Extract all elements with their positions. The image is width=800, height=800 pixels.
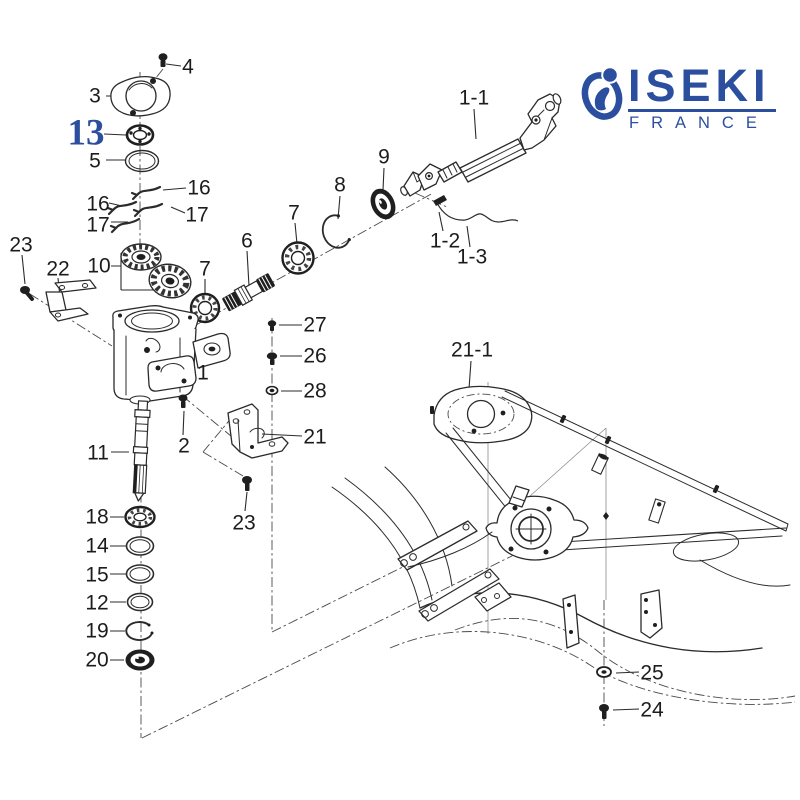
part-label-22: 22 (46, 257, 70, 281)
part-label-16-left: 16 (86, 192, 110, 216)
input-shaft-6 (222, 273, 275, 312)
snap-ring-19 (125, 621, 154, 641)
iseki-france-logo: ISEKI FRANCE (578, 62, 788, 140)
bolt-26 (266, 352, 278, 365)
part-label-25: 25 (640, 661, 664, 685)
bearing-18 (124, 505, 156, 529)
part-label-28: 28 (303, 379, 327, 403)
part-label-26: 26 (303, 344, 327, 368)
part-label-1-2: 1-2 (429, 229, 461, 253)
bolt-23-lower (242, 476, 252, 491)
bracket-21 (227, 403, 289, 459)
part-label-17-left: 17 (86, 213, 110, 237)
part-label-12: 12 (85, 591, 109, 615)
seal-20 (125, 649, 155, 671)
brand-divider (628, 109, 776, 112)
iseki-emblem-icon (581, 66, 623, 120)
bearing-7-lower (189, 292, 221, 324)
bearing-13 (125, 124, 155, 146)
output-shaft-11 (132, 400, 151, 502)
part-label-27: 27 (303, 313, 327, 337)
part-label-16-right: 16 (187, 176, 211, 200)
cover-3 (110, 75, 171, 117)
brand-name: ISEKI (628, 60, 771, 111)
brand-subtitle: FRANCE (629, 114, 769, 132)
part-label-23-lower: 23 (232, 511, 256, 535)
part-label-13-highlight: 13 (67, 112, 105, 154)
gearbox-housing-1 (112, 305, 231, 405)
shift-clips-16-17 (106, 185, 164, 234)
part-label-7-lower: 7 (199, 257, 211, 281)
part-label-14: 14 (85, 534, 109, 558)
pin-1-2 (433, 195, 447, 206)
washer-25 (596, 666, 612, 678)
bolt-2 (178, 394, 188, 408)
part-label-15: 15 (85, 563, 109, 587)
snap-ring-8 (321, 214, 351, 249)
ring-14 (125, 536, 155, 556)
ring-15 (125, 564, 155, 584)
leader-lines (21, 63, 640, 711)
part-label-3: 3 (89, 84, 101, 108)
bolt-24 (599, 704, 609, 719)
bolt-27 (267, 320, 277, 331)
part-label-7-upper: 7 (288, 201, 300, 225)
pto-shaft-1-1 (400, 93, 562, 197)
bolt-4 (158, 53, 168, 67)
part-label-9: 9 (378, 145, 390, 169)
bracket-22 (45, 279, 97, 322)
part-label-1-1: 1-1 (458, 86, 490, 110)
part-label-24: 24 (640, 698, 664, 722)
part-label-20: 20 (85, 648, 109, 672)
part-label-18: 18 (85, 505, 109, 529)
part-label-17-right: 17 (185, 203, 209, 227)
part-label-21: 21 (303, 425, 327, 449)
part-label-2: 2 (178, 434, 190, 458)
part-label-19: 19 (85, 619, 109, 643)
part-label-11: 11 (87, 441, 109, 465)
o-ring-5 (124, 149, 160, 173)
part-label-5: 5 (89, 149, 101, 173)
part-label-4: 4 (182, 55, 194, 79)
clip-wire-1-3 (436, 202, 519, 223)
part-label-8: 8 (334, 173, 346, 197)
part-label-1: 1 (197, 361, 209, 385)
part-label-23-upper-left: 23 (9, 233, 33, 257)
bolt-23-upper-left (20, 286, 34, 301)
bearing-7-upper (281, 241, 315, 275)
part-label-6: 6 (241, 229, 253, 253)
nut-28 (265, 385, 279, 396)
part-label-21-1: 21-1 (450, 338, 494, 362)
bevel-gears-10 (120, 243, 192, 299)
ring-12 (126, 592, 154, 612)
mower-deck-21-1 (331, 385, 796, 705)
part-label-1-3: 1-3 (456, 245, 488, 269)
part-label-10: 10 (87, 254, 111, 278)
seal-9 (370, 188, 396, 220)
